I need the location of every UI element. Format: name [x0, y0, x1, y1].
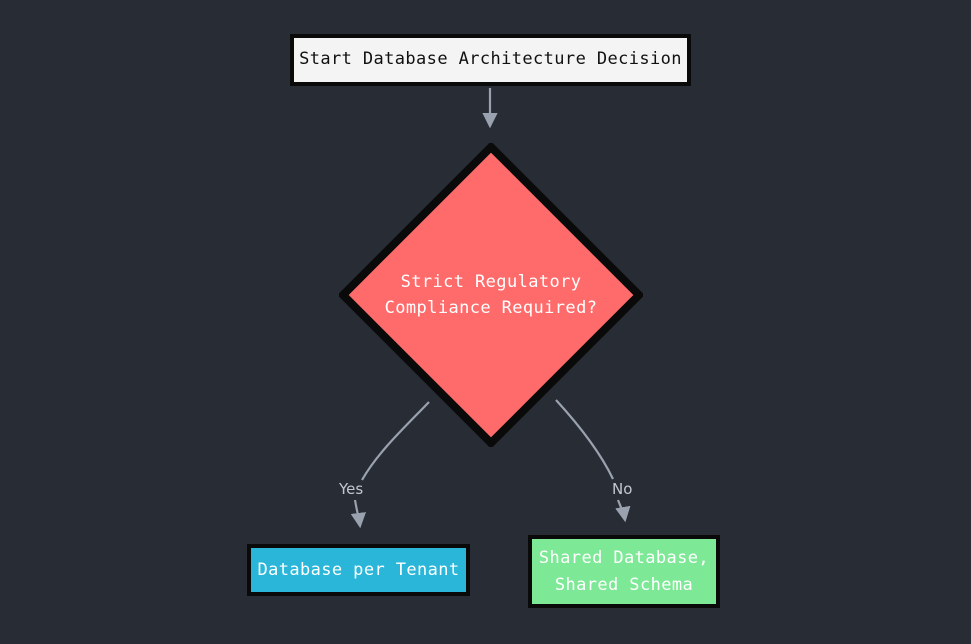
edge-decision-to-db-per-tenant-tail — [350, 499, 367, 529]
node-start[interactable]: Start Database Architecture Decision — [290, 34, 691, 86]
node-decision-label-line2: Compliance Required? — [384, 298, 598, 318]
node-start-label: Start Database Architecture Decision — [299, 49, 682, 70]
edge-decision-to-shared-tail — [615, 499, 631, 523]
node-decision[interactable]: Strict Regulatory Compliance Required? — [339, 143, 643, 447]
node-shared-database-shared-schema-label-line1: Shared Database, — [538, 548, 710, 569]
node-database-per-tenant-label: Database per Tenant — [257, 560, 460, 580]
diamond-shape-icon — [339, 143, 643, 447]
node-decision-label-group: Strict Regulatory Compliance Required? — [339, 143, 643, 447]
node-decision-label-line1: Strict Regulatory — [400, 271, 582, 292]
edge-label-yes: Yes — [339, 480, 364, 498]
edge-label-no: No — [612, 480, 633, 498]
node-database-per-tenant[interactable]: Database per Tenant — [247, 544, 470, 596]
node-shared-database-shared-schema-label-line2: Shared Schema — [554, 574, 694, 595]
node-shared-database-shared-schema[interactable]: Shared Database, Shared Schema — [528, 535, 720, 608]
